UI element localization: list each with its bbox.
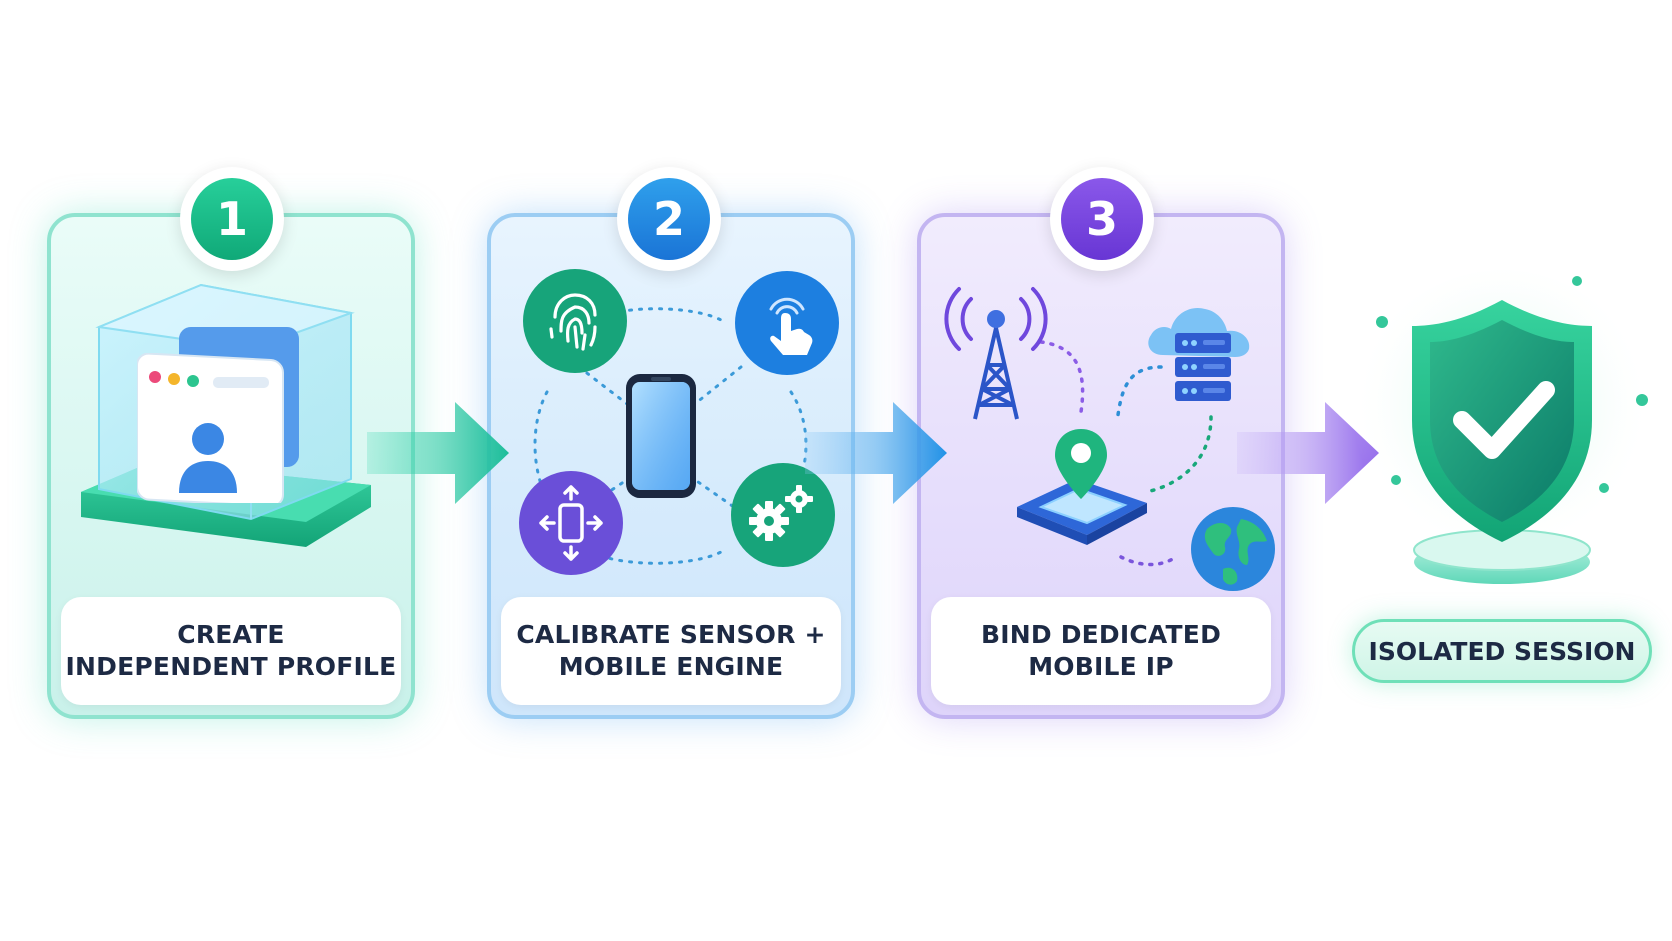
network-connectors xyxy=(1039,340,1213,567)
step-1-label: CREATE INDEPENDENT PROFILE xyxy=(65,620,397,681)
window-dot-red xyxy=(149,371,161,383)
arrow-right-icon xyxy=(367,402,509,504)
arrow-right-icon xyxy=(1237,402,1379,504)
isolated-session-pill: ISOLATED SESSION xyxy=(1352,619,1652,683)
smartphone-icon xyxy=(626,374,696,498)
step-2-label: CALIBRATE SENSOR + MOBILE ENGINE xyxy=(516,620,826,681)
cell-tower-icon xyxy=(944,287,1048,420)
step-1-label-box: CREATE INDEPENDENT PROFILE xyxy=(61,597,401,705)
step-2-number-badge: 2 xyxy=(617,167,721,271)
step-1-number-badge: 1 xyxy=(180,167,284,271)
step-3-label-box: BIND DEDICATED MOBILE IP xyxy=(931,597,1271,705)
step-3-label: BIND DEDICATED MOBILE IP xyxy=(980,620,1222,681)
isolated-session-label: ISOLATED SESSION xyxy=(1368,636,1636,666)
gears-icon xyxy=(731,463,835,567)
arrow-right-icon xyxy=(805,402,947,504)
step-3-number: 3 xyxy=(1061,178,1143,260)
shield-check-icon xyxy=(1352,270,1652,584)
fingerprint-icon xyxy=(523,269,627,373)
step-3-number-badge: 3 xyxy=(1050,167,1154,271)
window-dot-green xyxy=(187,375,199,387)
step-1-number: 1 xyxy=(191,178,273,260)
motion-sensor-icon xyxy=(519,471,623,575)
step-2-card: CALIBRATE SENSOR + MOBILE ENGINE xyxy=(487,213,855,719)
cloud-server-icon xyxy=(1148,307,1250,401)
step-2-number: 2 xyxy=(628,178,710,260)
step-2-label-box: CALIBRATE SENSOR + MOBILE ENGINE xyxy=(501,597,841,705)
globe-icon xyxy=(1191,507,1275,591)
step-3-card: BIND DEDICATED MOBILE IP xyxy=(917,213,1285,719)
window-dot-yellow xyxy=(168,373,180,385)
step-1-card: CREATE INDEPENDENT PROFILE xyxy=(47,213,415,719)
touch-hand-icon xyxy=(735,271,839,375)
location-pin-icon xyxy=(1017,429,1147,545)
user-avatar-icon xyxy=(179,423,237,493)
